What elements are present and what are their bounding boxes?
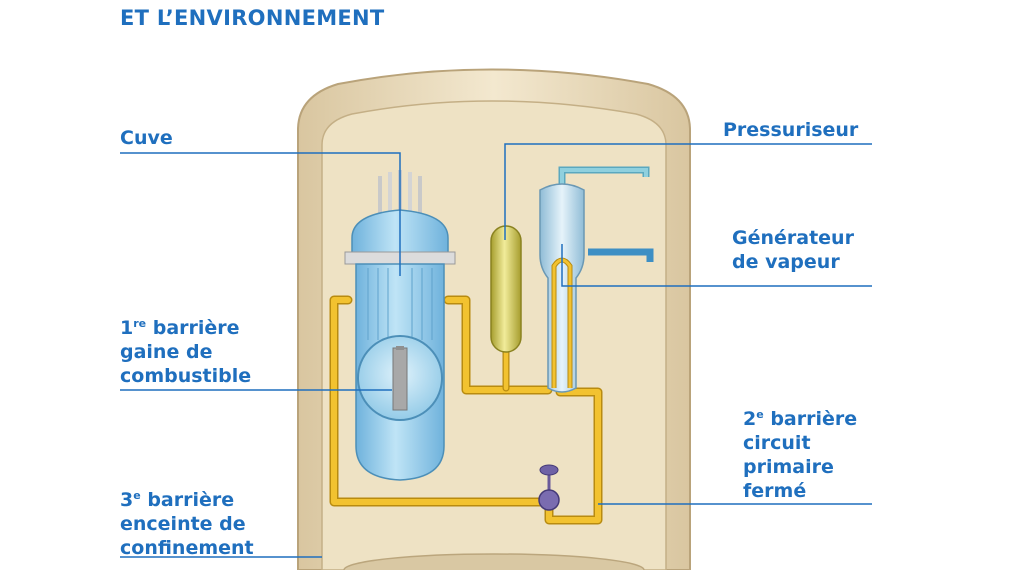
pressurizer — [490, 225, 522, 353]
label-barriere-3: 3e barrière enceinte de confinement — [120, 489, 254, 559]
label-cuve: Cuve — [120, 127, 173, 149]
label-generateur-de-vapeur: Générateur de vapeur — [732, 227, 854, 273]
label-barriere-1: 1re barrière gaine de combustible — [120, 317, 252, 387]
callout-line-cuve — [120, 152, 401, 276]
label-barriere-2: 2e barrière circuit primaire fermé — [743, 408, 858, 502]
callout-line-pressuriseur — [504, 143, 872, 240]
primary-circuit-pipes — [329, 295, 603, 525]
primary-pump-valve — [538, 464, 560, 511]
callout-line-generateur — [561, 244, 872, 287]
page-title: ET L’ENVIRONNEMENT — [120, 6, 385, 30]
callout-lines — [120, 143, 872, 558]
label-pressuriseur: Pressuriseur — [723, 119, 859, 141]
